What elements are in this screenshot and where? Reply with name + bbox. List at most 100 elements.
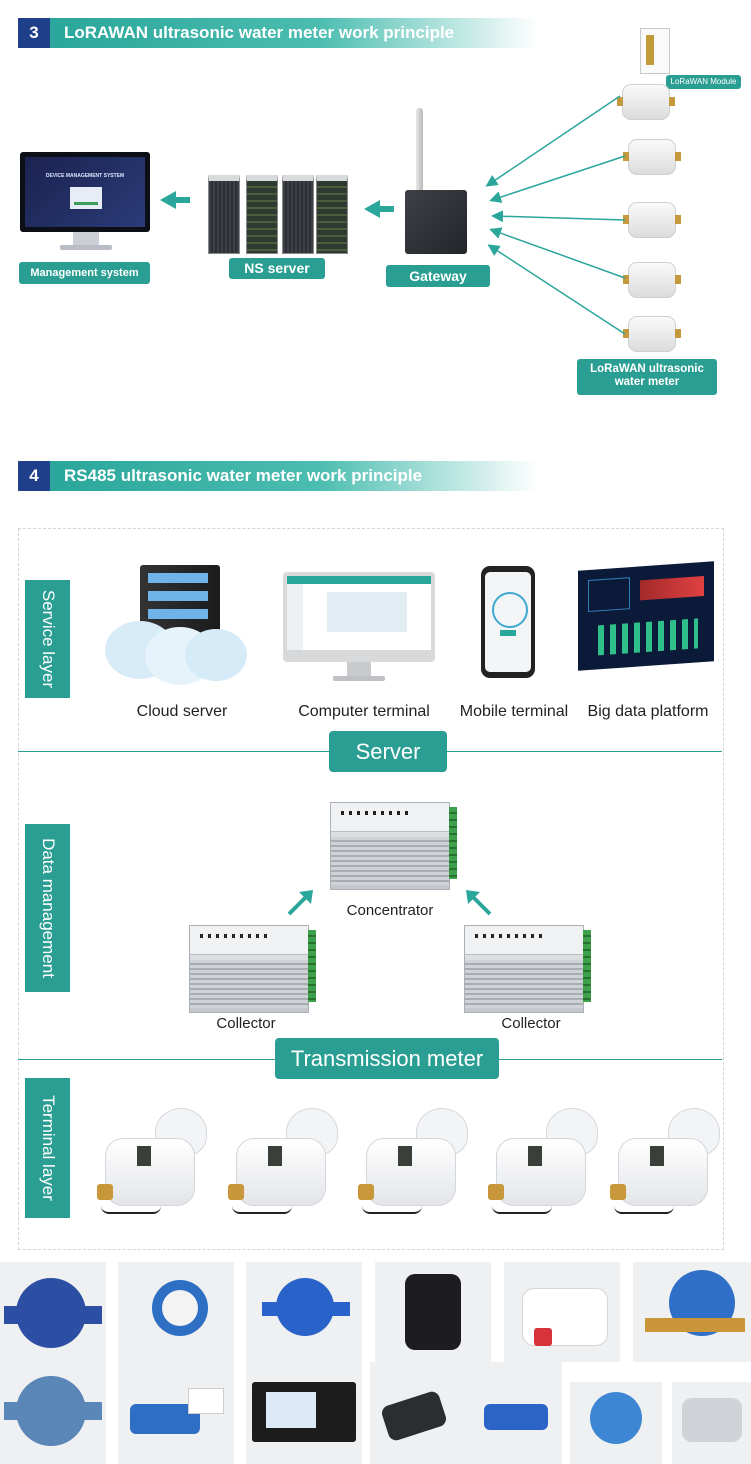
lorawan-module-label: LoRaWAN Module bbox=[666, 75, 741, 89]
server-slot bbox=[148, 591, 208, 601]
section-title: LoRAWAN ultrasonic water meter work prin… bbox=[64, 23, 455, 42]
device-terminals bbox=[449, 807, 457, 879]
terminal-meter-1 bbox=[97, 1108, 209, 1220]
device-top bbox=[465, 926, 583, 955]
module-board bbox=[646, 35, 654, 65]
terminal-meter-5 bbox=[610, 1108, 722, 1220]
monitor-stand bbox=[73, 232, 99, 246]
mobile-button bbox=[500, 630, 516, 636]
mobile-gauge bbox=[492, 592, 528, 628]
device-terminals bbox=[583, 930, 591, 1002]
arrow-shaft-1 bbox=[172, 197, 190, 203]
product-thumb-5 bbox=[504, 1262, 620, 1362]
big-data-panel bbox=[588, 577, 630, 613]
section-bar bbox=[50, 461, 538, 491]
ns-server-label: NS server bbox=[229, 258, 325, 279]
product-thumb-10 bbox=[370, 1362, 480, 1464]
lorawan-meter-1 bbox=[617, 84, 675, 120]
product-gallery bbox=[0, 1262, 751, 1464]
mobile-terminal-icon bbox=[481, 566, 535, 678]
gateway-label: Gateway bbox=[386, 265, 490, 287]
mobile-screen bbox=[485, 572, 531, 672]
collector-device-left bbox=[189, 925, 316, 1013]
meter-label: LoRaWAN ultrasonic water meter bbox=[577, 359, 717, 395]
server-rack-4 bbox=[316, 175, 348, 254]
product-thumb-4 bbox=[375, 1262, 491, 1362]
device-fins bbox=[465, 960, 583, 1008]
arrow-left-icon bbox=[160, 191, 176, 209]
product-thumb-8 bbox=[118, 1362, 234, 1464]
monitor-base bbox=[60, 245, 112, 250]
collector-left-caption: Collector bbox=[216, 1015, 276, 1032]
rs485-diagram-frame bbox=[18, 528, 724, 1250]
terminal-meter-3 bbox=[358, 1108, 470, 1220]
section-number: 4 bbox=[18, 461, 50, 491]
section-4-header: 4 RS485 ultrasonic water meter work prin… bbox=[18, 461, 538, 491]
big-data-bars bbox=[640, 575, 704, 601]
product-thumb-1 bbox=[0, 1262, 106, 1362]
product-thumb-13 bbox=[672, 1382, 751, 1464]
meter-label-line2: water meter bbox=[614, 376, 680, 388]
section-number: 3 bbox=[18, 18, 50, 48]
product-thumb-6 bbox=[633, 1262, 751, 1362]
section-bar bbox=[50, 18, 538, 48]
collector-right-caption: Collector bbox=[501, 1015, 561, 1032]
lorawan-module-card bbox=[640, 28, 670, 74]
lorawan-meter-2 bbox=[623, 139, 681, 175]
device-leds bbox=[475, 934, 545, 938]
product-thumb-2 bbox=[118, 1262, 234, 1362]
big-data-icon bbox=[578, 561, 714, 671]
computer-screen-header bbox=[287, 576, 431, 584]
lorawan-meter-4 bbox=[623, 262, 681, 298]
computer-terminal-icon bbox=[283, 572, 435, 662]
arrow-left-icon bbox=[364, 200, 380, 218]
product-thumb-11 bbox=[470, 1362, 562, 1464]
monitor-title: DEVICE MANAGEMENT SYSTEM bbox=[45, 173, 125, 179]
server-rack-1 bbox=[208, 175, 240, 254]
device-leds bbox=[341, 811, 411, 815]
cloud-blob bbox=[185, 629, 247, 681]
computer-screen bbox=[287, 576, 431, 650]
big-data-chart bbox=[598, 618, 698, 656]
big-data-caption: Big data platform bbox=[587, 703, 709, 720]
device-fins bbox=[331, 837, 449, 885]
concentrator-caption: Concentrator bbox=[346, 902, 434, 919]
cloud-server-icon bbox=[105, 565, 250, 685]
monitor-screen: DEVICE MANAGEMENT SYSTEM bbox=[25, 157, 145, 227]
cloud-server-caption: Cloud server bbox=[136, 703, 228, 720]
computer-stand bbox=[347, 662, 371, 676]
computer-screen-sidebar bbox=[287, 584, 303, 650]
device-leds bbox=[200, 934, 270, 938]
management-monitor: DEVICE MANAGEMENT SYSTEM bbox=[20, 152, 150, 232]
computer-terminal-caption: Computer terminal bbox=[298, 703, 430, 720]
mobile-terminal-caption: Mobile terminal bbox=[459, 703, 569, 720]
product-thumb-9 bbox=[246, 1362, 362, 1464]
product-thumb-7 bbox=[0, 1362, 106, 1464]
device-terminals bbox=[308, 930, 316, 1002]
arrow-up-right-icon bbox=[287, 890, 313, 916]
server-pill: Server bbox=[329, 731, 447, 772]
product-thumb-3 bbox=[246, 1262, 362, 1362]
lorawan-meter-5 bbox=[623, 316, 681, 352]
management-label: Management system bbox=[19, 262, 150, 284]
computer-base bbox=[333, 676, 385, 681]
device-top bbox=[331, 803, 449, 832]
gateway-antenna bbox=[416, 108, 423, 192]
lorawan-meter-3 bbox=[623, 202, 681, 238]
login-box bbox=[70, 187, 102, 209]
device-top bbox=[190, 926, 308, 955]
meter-label-line1: LoRaWAN ultrasonic bbox=[590, 363, 704, 375]
terminal-meter-2 bbox=[228, 1108, 340, 1220]
product-thumb-12 bbox=[570, 1382, 662, 1464]
concentrator-device bbox=[330, 802, 457, 890]
terminal-layer-tag: Terminal layer bbox=[25, 1078, 70, 1218]
data-management-tag: Data management bbox=[25, 824, 70, 992]
service-layer-tag: Service layer bbox=[25, 580, 70, 698]
gateway-device bbox=[405, 190, 467, 254]
server-slot bbox=[148, 609, 208, 619]
arrow-shaft-2 bbox=[376, 206, 394, 212]
server-slot bbox=[148, 573, 208, 583]
section-3-header: 3 LoRAWAN ultrasonic water meter work pr… bbox=[18, 18, 538, 48]
section-title: RS485 ultrasonic water meter work princi… bbox=[64, 466, 423, 485]
terminal-meter-4 bbox=[488, 1108, 600, 1220]
